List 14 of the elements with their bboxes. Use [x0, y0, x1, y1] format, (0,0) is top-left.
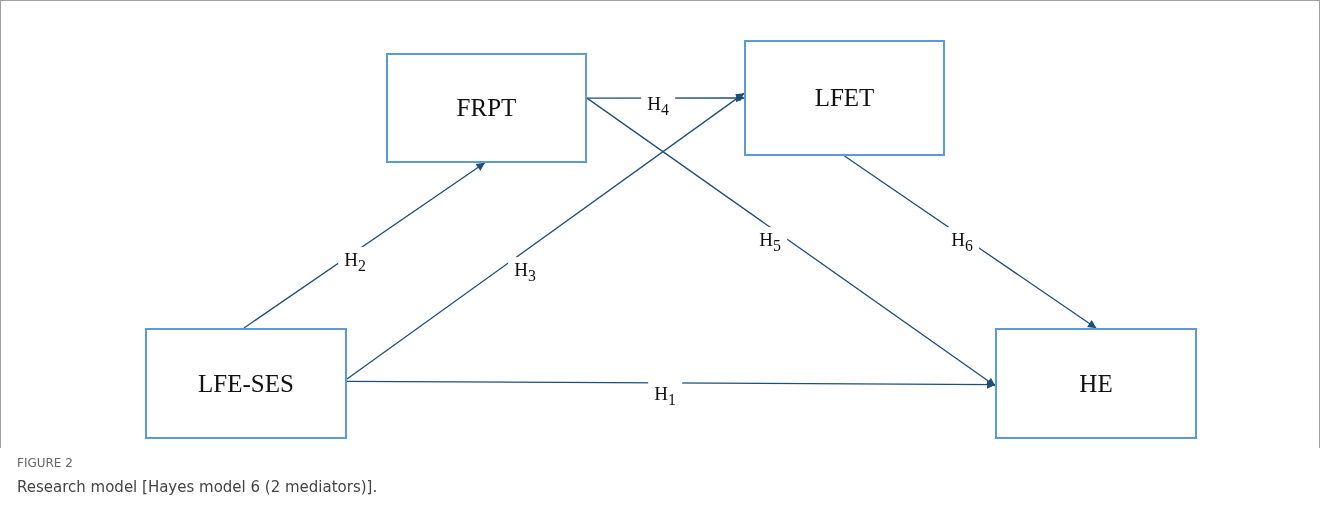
variable-name: FRPT	[456, 94, 517, 122]
arrow	[346, 92, 745, 380]
arrow	[843, 155, 1097, 329]
variable-box	[744, 40, 945, 156]
variable-box	[386, 53, 587, 163]
arrow	[243, 162, 486, 329]
variable-name: HE	[1079, 369, 1113, 398]
variable-name: LFET	[814, 84, 875, 112]
variable-box	[995, 328, 1197, 439]
arrow	[586, 97, 996, 387]
variable-box	[145, 328, 347, 439]
figure-caption: Research model [Hayes model 6 (2 mediators)].	[17, 478, 378, 496]
variable-name: LFE-SES	[198, 369, 294, 398]
figure-number: FIGURE 2	[17, 456, 73, 470]
